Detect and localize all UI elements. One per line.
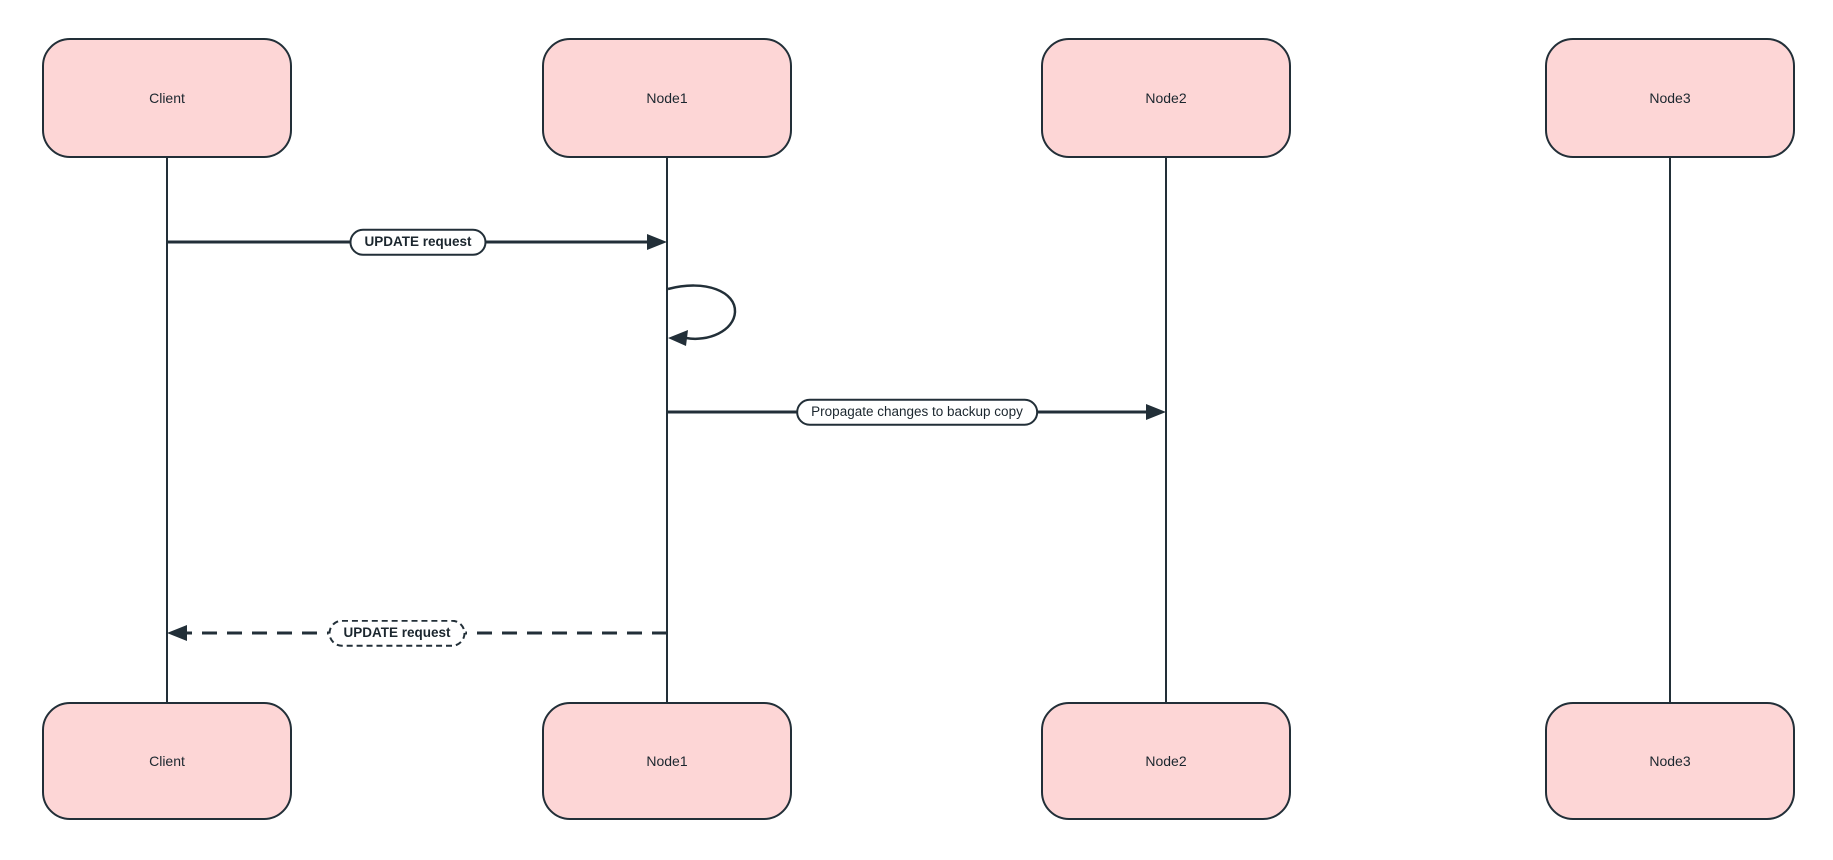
actor-label: Node2	[1145, 90, 1187, 106]
actor-box-node2-top: Node2	[1041, 38, 1291, 158]
actor-label: Client	[149, 90, 185, 106]
message-label-update-request: UPDATE request	[349, 228, 487, 256]
message-arrow-update-request-return	[167, 625, 667, 641]
actor-box-node3-bottom: Node3	[1545, 702, 1795, 820]
actor-label: Node1	[646, 753, 688, 769]
actor-label: Node1	[646, 90, 688, 106]
message-label-update-request-return: UPDATE request	[328, 619, 466, 647]
actor-box-client-top: Client	[42, 38, 292, 158]
actor-box-node1-top: Node1	[542, 38, 792, 158]
actor-box-client-bottom: Client	[42, 702, 292, 820]
message-label-propagate-changes: Propagate changes to backup copy	[796, 398, 1038, 426]
message-arrow-self-loop	[667, 284, 737, 346]
actor-label: Node3	[1649, 90, 1691, 106]
actor-box-node3-top: Node3	[1545, 38, 1795, 158]
actor-label: Node3	[1649, 753, 1691, 769]
actor-label: Node2	[1145, 753, 1187, 769]
actor-label: Client	[149, 753, 185, 769]
actor-box-node1-bottom: Node1	[542, 702, 792, 820]
actor-box-node2-bottom: Node2	[1041, 702, 1291, 820]
